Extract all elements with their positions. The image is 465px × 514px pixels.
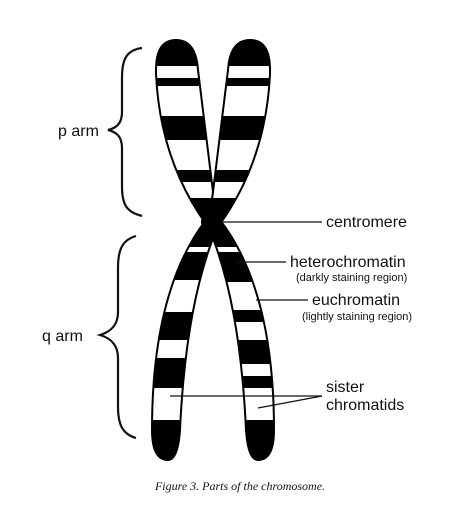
p-arm-brace	[107, 46, 143, 218]
centromere-label: centromere	[326, 214, 407, 231]
q-arm-label: q arm	[42, 328, 83, 345]
figure-caption: Figure 3. Parts of the chromosome.	[154, 479, 325, 493]
centromere-dot	[201, 212, 221, 232]
chromatid-lower-right	[208, 220, 274, 460]
sister-chromatids-leader-right	[257, 395, 323, 409]
chromatids-label: chromatids	[326, 397, 404, 414]
chromatid-upper-right	[210, 40, 270, 224]
heterochromatin-note: (darkly staining region)	[296, 272, 407, 284]
chromatid-upper-right-outline	[208, 38, 271, 226]
heterochromatin-label: heterochromatin	[290, 254, 406, 271]
q-arm-brace	[96, 234, 137, 440]
euchromatin-label: euchromatin	[312, 292, 400, 309]
euchromatin-note: (lightly staining region)	[302, 311, 412, 323]
sister-label: sister	[326, 379, 365, 396]
chromatid-lower-right-outline	[206, 218, 276, 462]
chromatid-lower-left-outline	[150, 218, 220, 462]
p-arm-label: p arm	[58, 123, 99, 140]
chromatid-upper-left-outline	[155, 38, 218, 226]
